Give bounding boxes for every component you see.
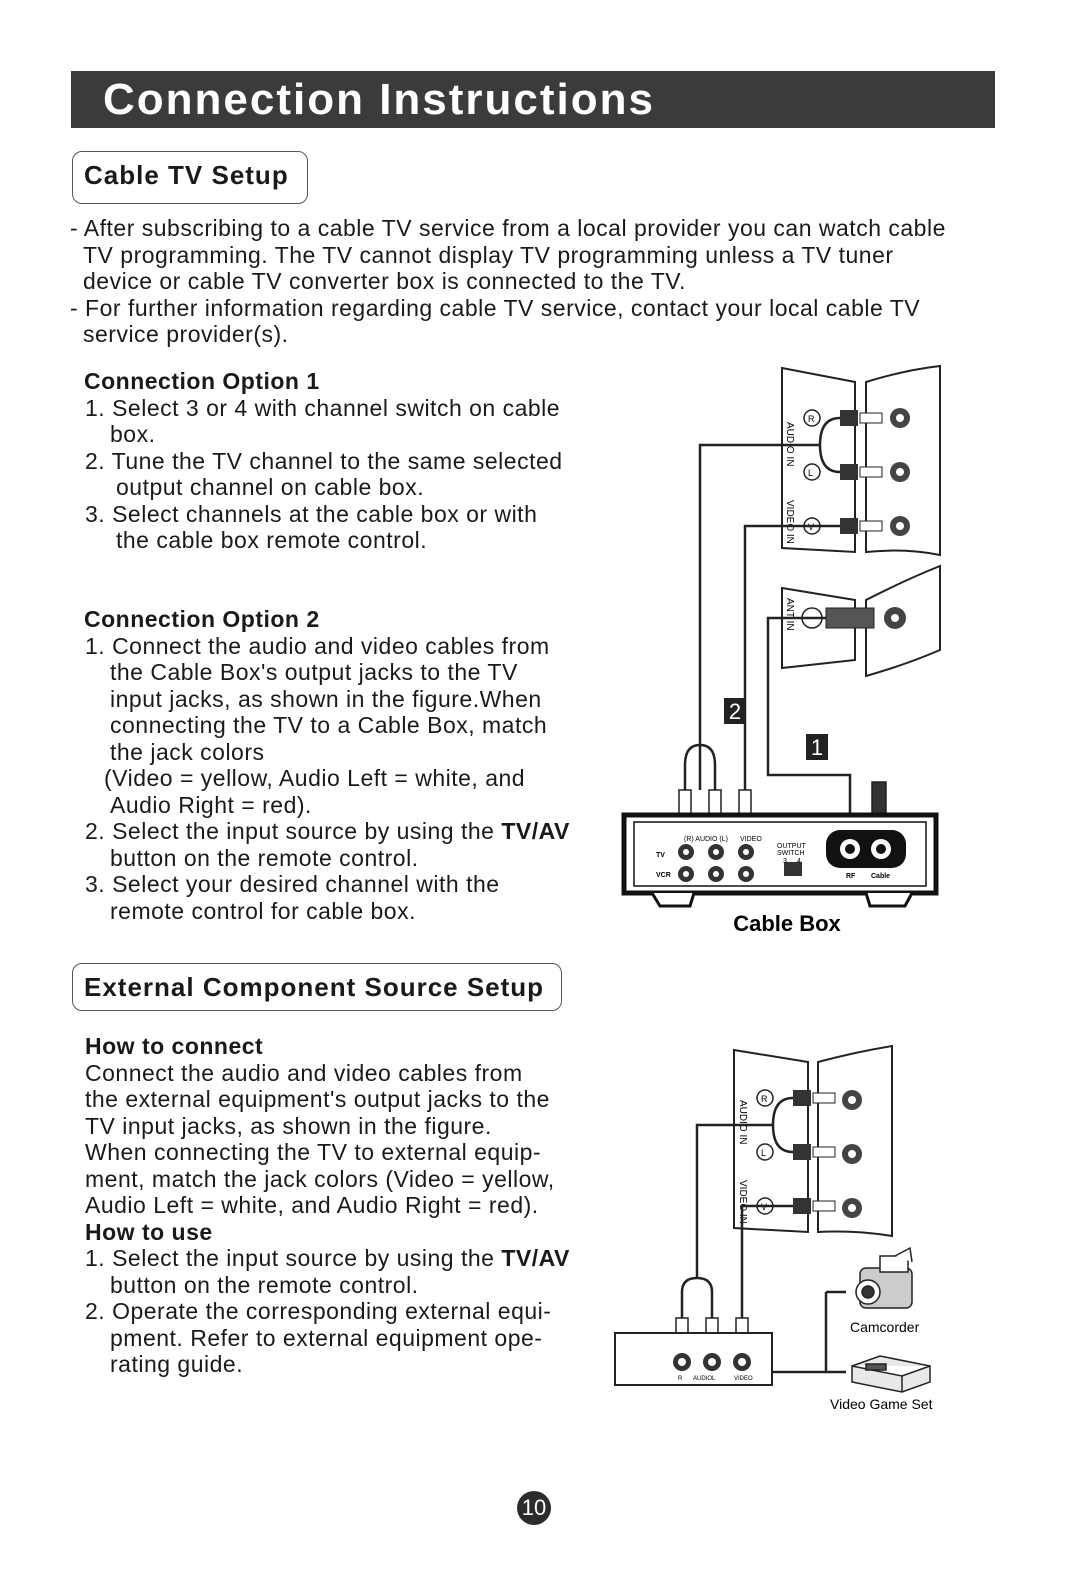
camcorder-label: Camcorder [850,1319,920,1335]
ext-tv-panel-left [733,1048,809,1234]
option2-heading: Connection Option 2 [84,606,320,632]
external-component-diagram: AUDIO IN VIDEO IN R L V R AUDIO L VIDEO … [614,1044,933,1412]
option1-step: 1. Select 3 or 4 with channel switch on … [85,394,561,421]
how-to-use-step: rating guide. [110,1351,244,1377]
marker-2-box [724,698,746,724]
page-number: 10 [517,1491,551,1525]
box-switch-4: 4 [797,858,801,865]
box-vcr-label: VCR [656,872,671,879]
how-to-connect-heading: How to connect [85,1033,264,1059]
tv-av-button-label: TV/AV [501,1245,570,1271]
ext-audio-in-label: AUDIO IN [737,1100,748,1144]
cable-box [621,812,939,908]
box-switch-3: 3 [783,858,787,865]
ext-tv-panel-right [817,1044,893,1238]
external-block: How to connect Connect the audio and vid… [84,1033,614,1378]
option2-step: connecting the TV to a Cable Box, match [110,712,548,738]
option2-step: 1. Connect the audio and video cables fr… [85,632,550,659]
cable-tv-heading: Cable TV Setup [84,160,289,190]
option2-step: (Video = yellow, Audio Left = white, and [104,765,526,791]
how-to-connect-line: When connecting the TV to external equip… [85,1139,542,1165]
ext-tv-input-jacks [756,1089,862,1218]
option2-step: 3. Select your desired channel with the [85,871,500,897]
how-to-connect-line: Connect the audio and video cables from [85,1059,523,1086]
intro-line: service provider(s). [83,321,289,347]
how-to-connect-line: ment, match the jack colors (Video = yel… [85,1165,555,1192]
intro-line: - After subscribing to a cable TV servic… [70,215,946,241]
external-heading-box [72,963,562,1011]
box-tv-label: TV [656,852,665,859]
option1-step: the cable box remote control. [116,527,428,553]
ext-cable-lines [680,1096,846,1374]
how-to-use-step1-text: 1. Select the input source by using the [85,1245,502,1271]
marker-1: 1 [811,735,823,760]
box-audio-label: (R) AUDIO (L) [684,836,728,843]
ext-jack-l-label: L [712,1376,716,1382]
tv-l-label: L [808,468,813,478]
cable-box-caption: Cable Box [733,911,841,936]
how-to-connect-line: the external equipment's output jacks to… [85,1086,550,1112]
tv-r-label: R [808,414,815,424]
ext-jack-audio-label: AUDIO [693,1376,712,1382]
ext-source-jacks [673,1353,751,1371]
box-switch-label: SWITCH [777,850,805,857]
option1-step: 2. Tune the TV channel to the same selec… [85,447,563,474]
external-heading: External Component Source Setup [84,972,545,1002]
video-game-set-label: Video Game Set [830,1396,933,1412]
tv-ant-in-label: ANT IN [784,598,795,631]
how-to-use-step: 1. Select the input source by using the … [85,1245,570,1272]
how-to-use-heading: How to use [85,1218,213,1245]
cable-box-diagram: AUDIO IN VIDEO IN ANT IN R L V 2 1 (R) A… [621,364,941,936]
how-to-use-step: button on the remote control. [110,1271,419,1298]
box-rf-label: RF [846,873,856,880]
ext-r-label: R [761,1094,768,1104]
option2-step: button on the remote control. [110,844,419,871]
cable-tv-heading-box [72,151,308,204]
option1-step: 3. Select channels at the cable box or w… [85,500,538,527]
option1-heading: Connection Option 1 [84,368,320,394]
ext-jack-video-label: VIDEO [734,1376,753,1382]
tv-av-panel-right [865,364,941,557]
option1-step: box. [110,421,156,447]
cable-tv-intro: - After subscribing to a cable TV servic… [70,215,1010,350]
option2-step: remote control for cable box. [110,897,416,924]
ext-video-in-label: VIDEO IN [737,1180,748,1224]
how-to-connect-line: Audio Left = white, and Audio Right = re… [85,1192,539,1218]
intro-line: device or cable TV converter box is conn… [83,268,686,294]
how-to-use-step: pment. Refer to external equipment ope- [110,1324,543,1351]
ext-l-label: L [761,1148,766,1158]
camcorder-icon [855,1246,913,1309]
intro-line: - For further information regarding cabl… [70,294,921,321]
box-cable-label: Cable [871,873,890,880]
option2-step: Audio Right = red). [110,791,312,818]
option2-step2-text: 2. Select the input source by using the [85,818,502,844]
option2-block: Connection Option 2 1. Connect the audio… [84,606,614,926]
how-to-connect-line: TV input jacks, as shown in the figure. [85,1112,492,1139]
ext-jack-r-label: R [678,1376,683,1382]
tv-video-in-label: VIDEO IN [784,500,795,544]
box-output-label: OUTPUT [777,843,807,850]
tv-av-button-label: TV/AV [501,818,570,844]
video-game-set-icon [851,1355,931,1393]
marker-2: 2 [729,699,741,724]
title-bar [71,71,995,128]
option2-step: the jack colors [110,738,265,765]
page-title: Connection Instructions [103,75,655,124]
option2-step: input jacks, as shown in the figure.When [110,685,542,712]
option2-step: 2. Select the input source by using the … [85,818,570,845]
box-video-label: VIDEO [740,836,762,843]
how-to-use-step: 2. Operate the corresponding external eq… [85,1298,552,1324]
option1-block: Connection Option 1 1. Select 3 or 4 wit… [84,368,604,558]
option1-step: output channel on cable box. [116,474,425,500]
tv-input-jacks [801,408,910,629]
intro-line: TV programming. The TV cannot display TV… [83,241,894,268]
option2-step: the Cable Box's output jacks to the TV [110,659,518,685]
marker-1-box [806,734,828,760]
tv-av-panel-left [781,366,856,554]
